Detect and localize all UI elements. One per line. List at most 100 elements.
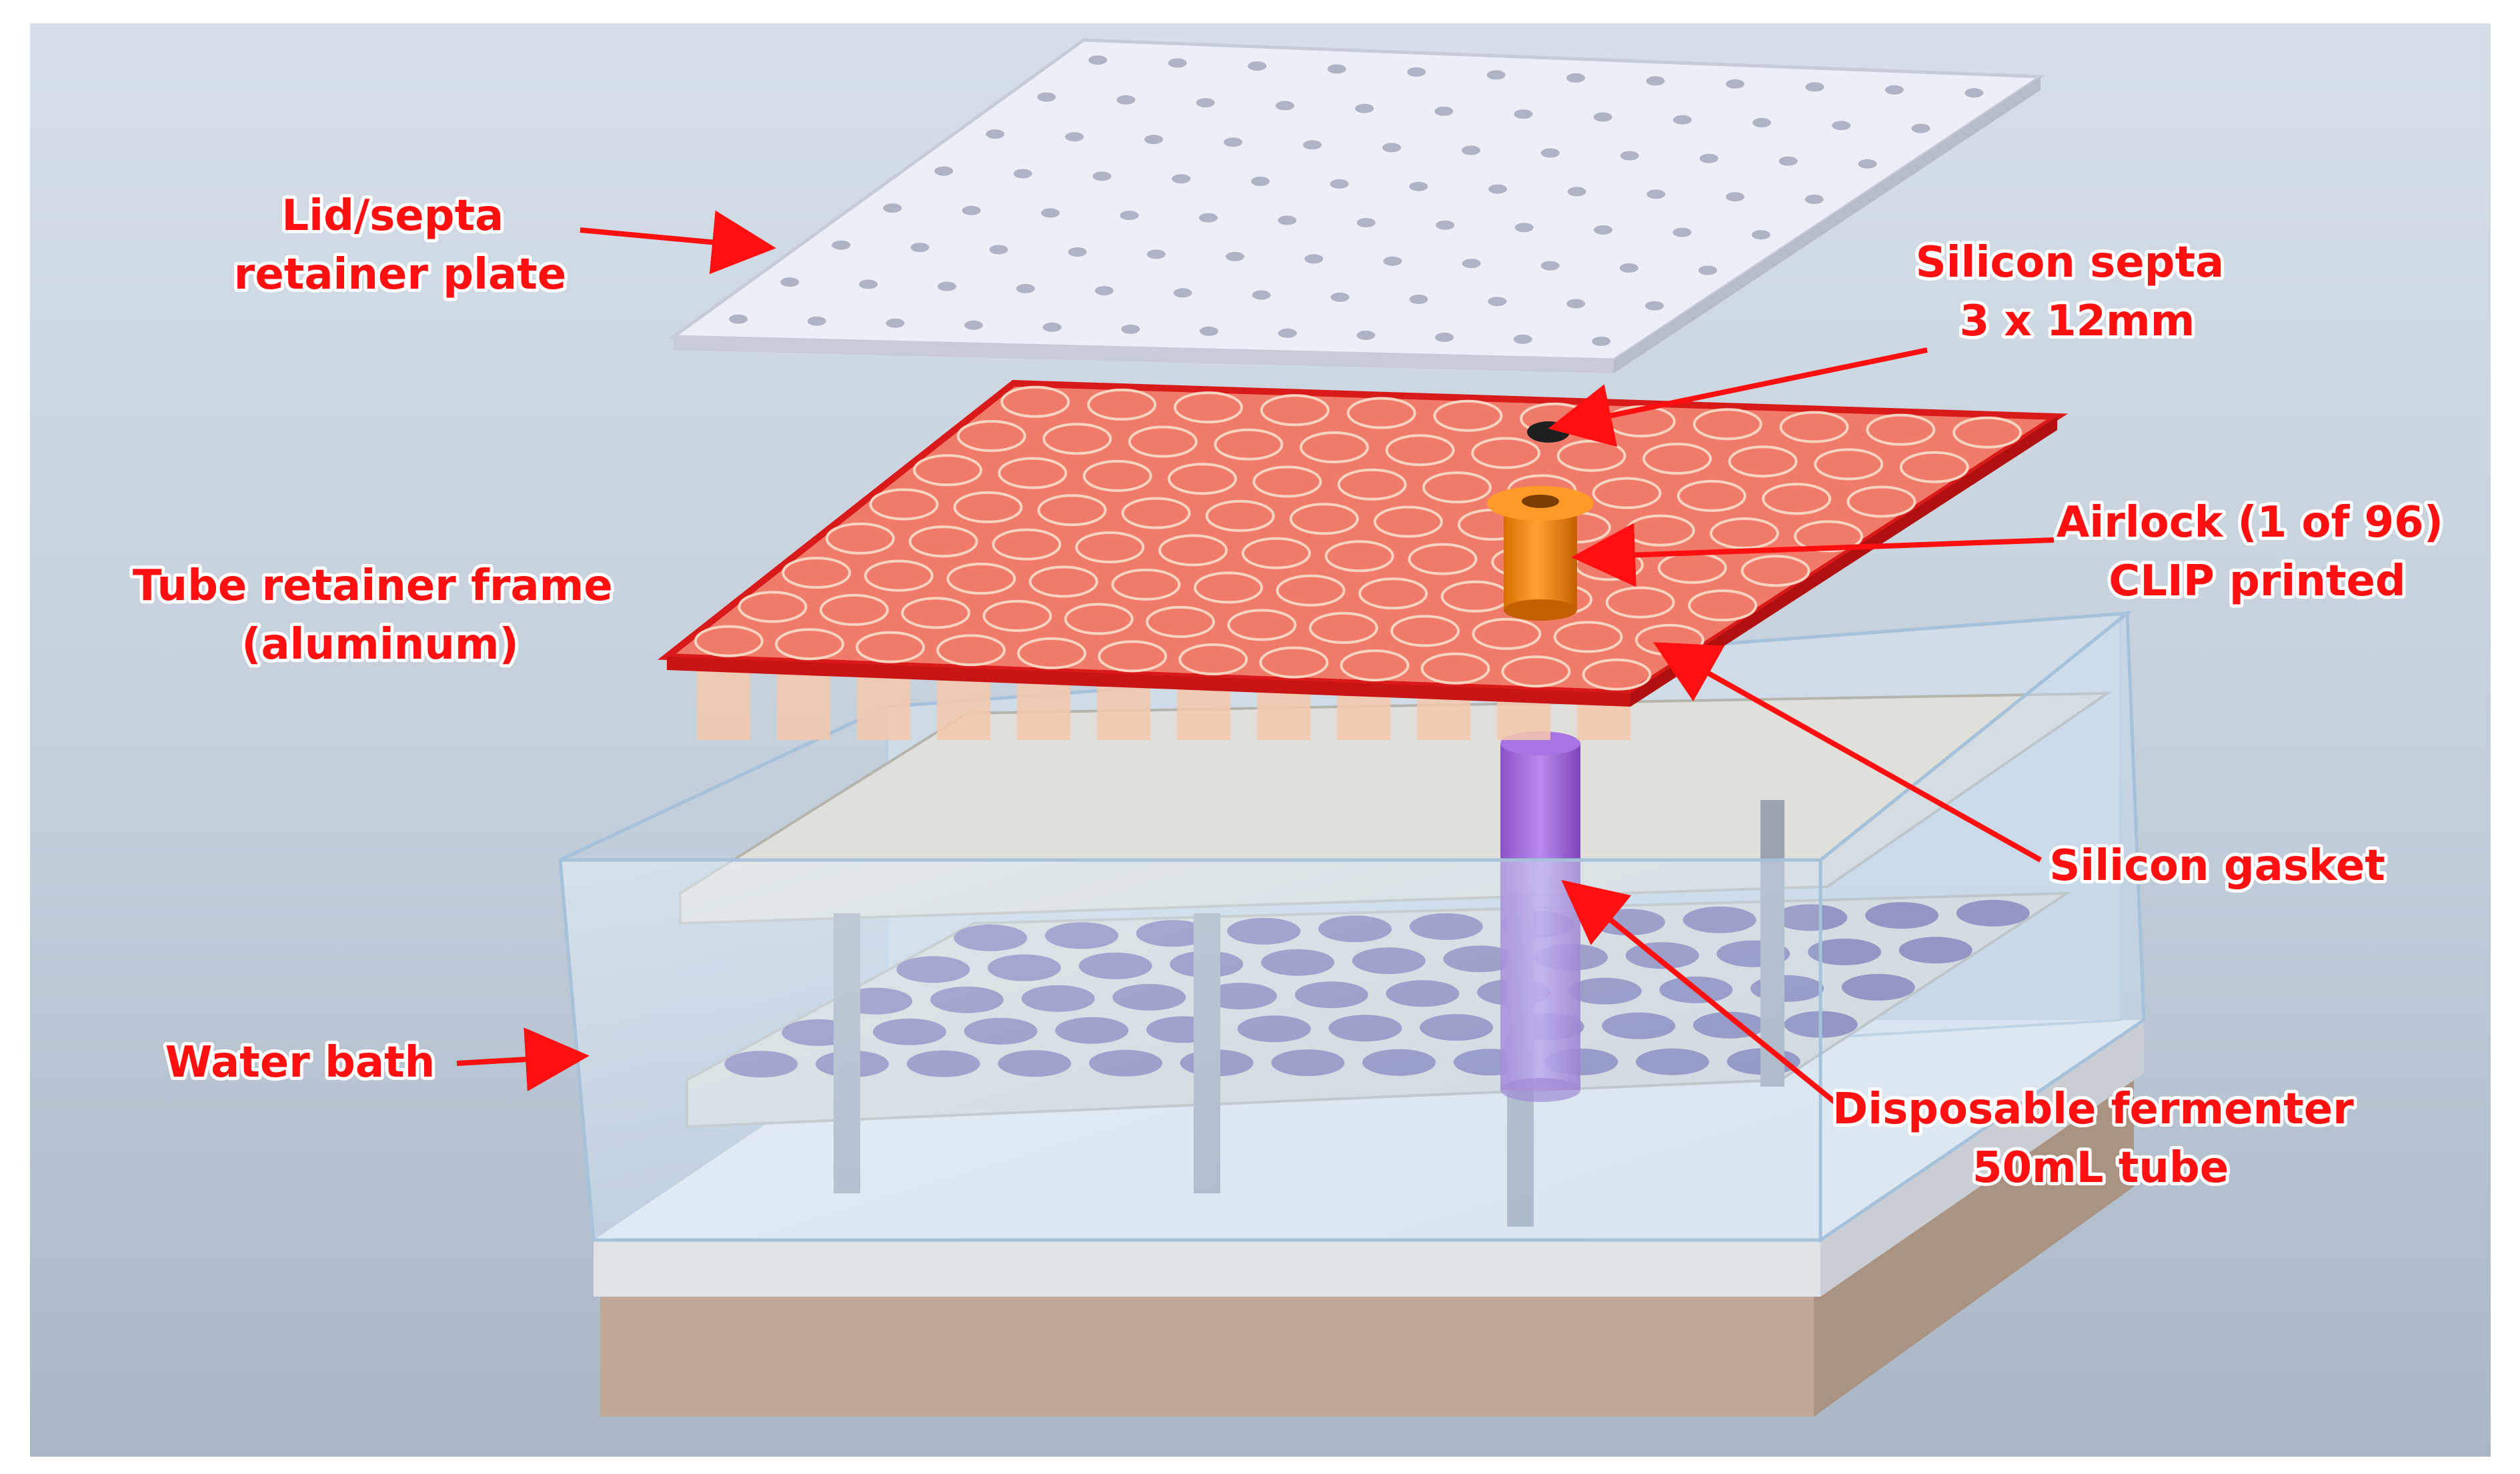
lid-hole [1965,88,1984,98]
frame-ring [1676,479,1746,512]
tube-retainer-frame-edge [667,657,1630,707]
frame-ring [738,591,808,623]
lid-hole [1804,195,1824,204]
lid-hole [1436,220,1455,230]
frame-rings [694,385,2023,691]
lid-hole [1304,254,1324,264]
frame-ring [1553,621,1623,653]
lid-hole [1330,292,1350,302]
lid-hole [1068,247,1087,257]
lid-hole [1146,249,1166,259]
lid-hole [1224,137,1243,147]
frame-ring [1121,497,1191,529]
frame-ring [1346,397,1416,429]
lid-hole [780,277,800,287]
frame-ring [869,488,939,521]
lid-hole [1620,151,1639,161]
silicon-septum [1527,421,1570,443]
label-fermenter: Disposable fermenter 50mL tube [1832,1085,2369,1193]
frame-ring [1308,611,1378,644]
arrow-septa [1548,347,1928,447]
frame-ring [1087,388,1157,421]
airlock [1487,486,1594,621]
lid-hole [1434,332,1454,342]
lid-hole [1196,98,1215,108]
frame-ring [998,457,1068,489]
lid-hole [1251,177,1270,186]
frame-ring [1728,445,1798,478]
frame-ring [1358,577,1428,610]
lid-hole [1699,153,1718,163]
lid-hole [1434,106,1454,116]
frame-ring [1709,517,1779,549]
lid-hole [1805,82,1824,92]
frame-ring [694,625,764,657]
frame-ring [1042,423,1112,455]
lid-hole [1278,215,1297,225]
lid-hole [1041,208,1060,218]
lid-hole [1725,79,1744,89]
lid-hole [1409,295,1428,304]
frame-ring [1299,431,1369,463]
lid-hole [1407,67,1426,77]
frame-ring [1740,555,1810,587]
frame-ring [1433,399,1503,432]
lid-hole [1540,261,1560,271]
frame-ring [1642,443,1712,475]
lid-hole [1461,145,1480,155]
lid-hole [729,314,748,324]
lid-hole [1088,55,1108,65]
frame-ring [1420,652,1490,685]
lid-hole [1752,118,1771,127]
frame-ring [908,525,978,558]
lid-hole [964,320,984,330]
label-water-bath: Water bath [165,1038,435,1087]
frame-ring [1385,434,1455,467]
lid-hole [1037,92,1056,102]
annotation-labels: Lid/septa retainer plate Silicon septa 3… [129,188,2447,1196]
lid-hole [1278,328,1297,338]
frame-ring [1174,391,1243,424]
label-fermenter-line2: 50mL tube [1973,1143,2229,1193]
frame-ring [1592,477,1662,509]
lid-hole [1121,324,1140,334]
lid-hole [1832,121,1851,131]
annotation-arrows [456,210,2055,1109]
lid-hole [1540,148,1560,158]
lid-hole [1275,101,1294,111]
frame-ring [1324,540,1394,573]
lid-hole [989,245,1008,255]
frame-ring [1227,609,1297,641]
frame-ring [819,593,889,626]
frame-ring [1064,603,1134,635]
frame-ring [1111,568,1181,601]
lid-retainer-plate-side [1614,77,2041,373]
lid-hole [1698,265,1717,275]
tube-retainer-frame-side [1630,417,2057,707]
lid-hole [1593,112,1612,122]
label-lid-plate-line1: Lid/septa [281,191,503,241]
label-airlock-line2: CLIP printed [2109,557,2405,606]
frame-ring [1779,411,1849,443]
lid-hole [1884,85,1904,95]
frame-ring [1688,589,1758,622]
lid-hole [910,243,930,253]
lid-hole [1726,192,1744,202]
frame-ring [1194,571,1263,604]
frame-ring [782,557,852,589]
arrow-lid-plate [579,210,776,275]
lid-hole [1646,189,1666,199]
lid-hole [1462,259,1481,269]
frame-ring [1605,586,1675,619]
shelf-hole [1865,902,1939,929]
tube-cap [697,667,750,740]
arrow-fermenter [1561,879,1842,1109]
frame-ring [1146,605,1216,638]
label-septa-line1: Silicon septa [1915,238,2224,287]
frame-ring [1866,413,1936,446]
frame-ring [1953,416,2023,449]
frame-ring [1472,617,1542,650]
frame-ring [901,597,971,629]
tube-caps [697,667,1630,740]
